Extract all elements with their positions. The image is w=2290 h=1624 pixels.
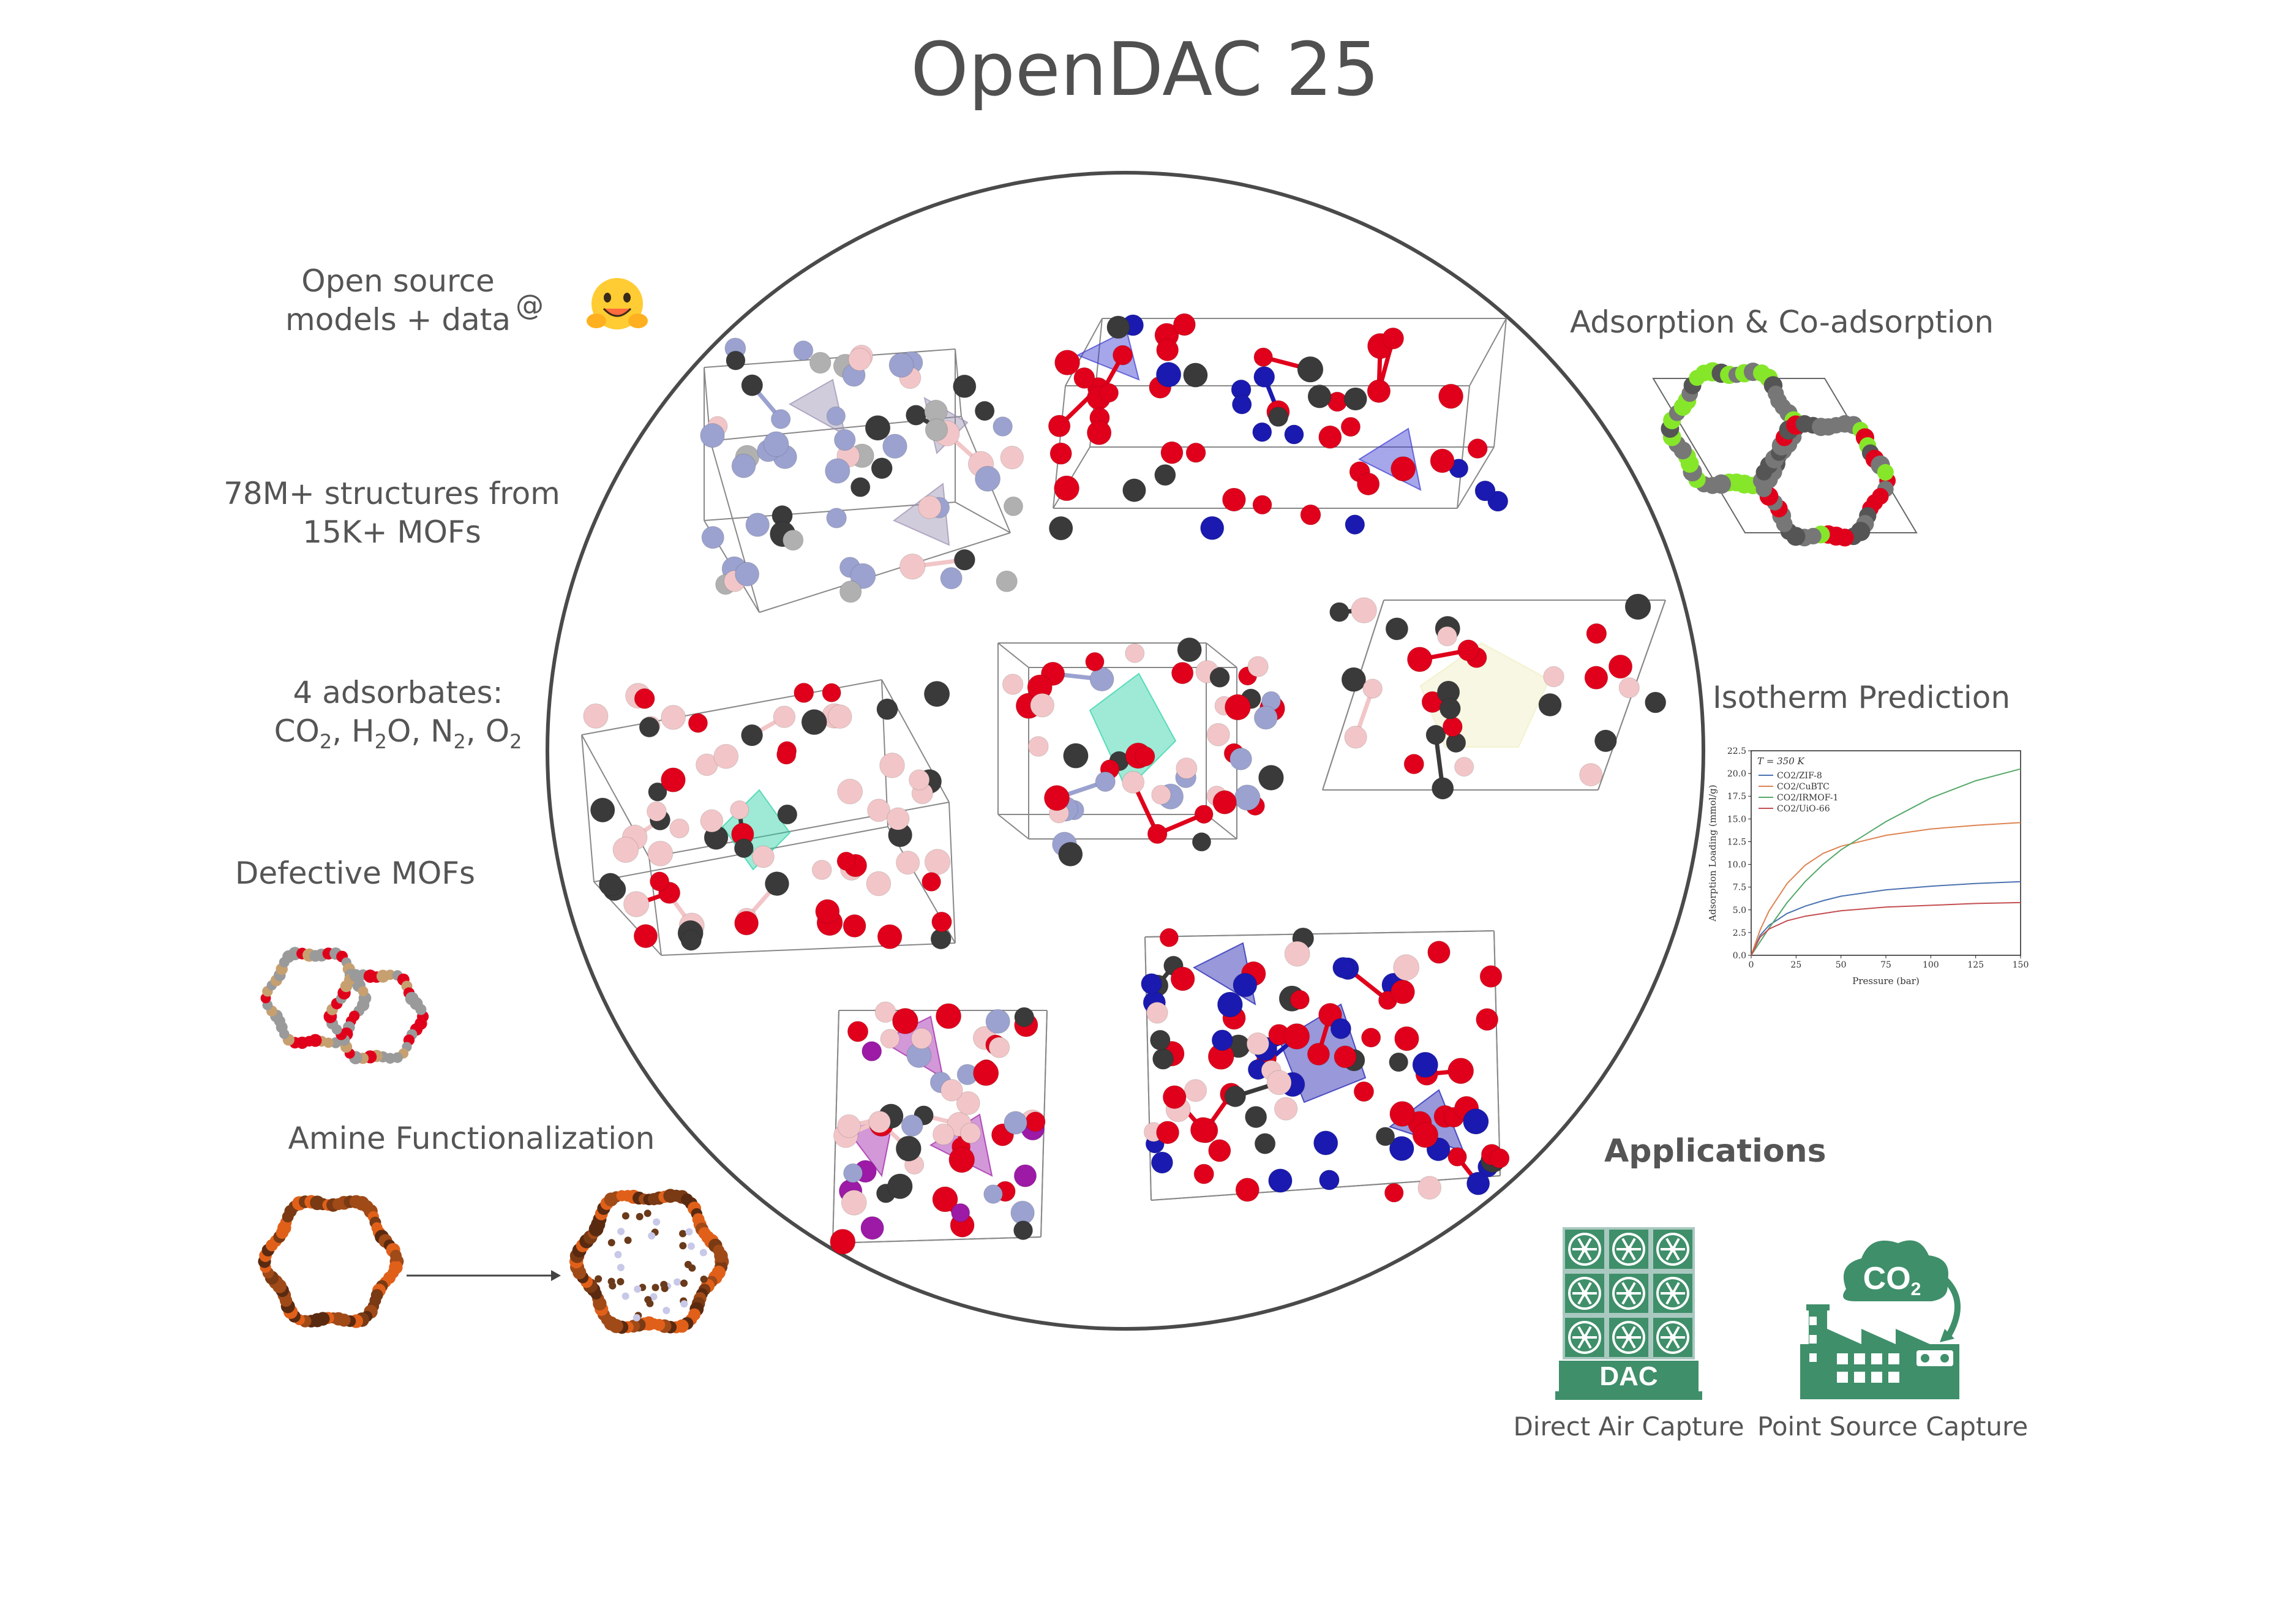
- structures-label: 78M+ structures from 15K+ MOFs: [223, 476, 560, 550]
- dac-badge: DAC: [1599, 1361, 1657, 1391]
- legend-entry-1: CO2/CuBTC: [1777, 782, 1830, 792]
- y-tick-label: 10.0: [1727, 860, 1746, 870]
- adsorbate-1: H2O,: [351, 713, 431, 753]
- y-tick-label: 17.5: [1727, 792, 1746, 802]
- mof-structure-3: [581, 679, 956, 956]
- at-symbol: @: [516, 288, 544, 321]
- isotherm-chart: 0 25 50 75 100 125 150 0.0 2.5 5.0 7.5 10.0 12.5 15.0…: [1707, 746, 2029, 987]
- y-tick-label: 20.0: [1727, 769, 1746, 779]
- adsorbate-0: CO2,: [274, 713, 352, 753]
- legend-entry-0: CO2/ZIF-8: [1777, 771, 1822, 781]
- mof-structure-4: [997, 637, 1285, 867]
- y-tick-label: 5.0: [1733, 906, 1746, 915]
- y-tick-label: 22.5: [1727, 746, 1746, 756]
- x-tick-label: 25: [1790, 960, 1801, 970]
- y-tick-label: 0.0: [1733, 951, 1746, 961]
- legend-entry-3: CO2/UiO-66: [1777, 804, 1830, 814]
- y-tick-label: 7.5: [1733, 883, 1746, 893]
- x-tick-label: 150: [2013, 960, 2029, 970]
- direct-air-capture-icon[interactable]: DAC: [1555, 1225, 1702, 1402]
- adsorbates-label: 4 adsorbates: CO2, H2O, N2, O2: [233, 674, 563, 754]
- y-axis-label: Adsorption Loading (mmol/g): [1707, 784, 1718, 922]
- point-source-capture-icon[interactable]: CO2: [1794, 1231, 1972, 1402]
- adsorbate-3: O2: [485, 713, 522, 753]
- x-tick-label: 100: [1923, 960, 1939, 970]
- series-line-1: [1751, 822, 2021, 956]
- x-tick-label: 75: [1880, 960, 1891, 970]
- hugging-face-icon[interactable]: [583, 273, 651, 337]
- mof-structure-6: [830, 1001, 1048, 1255]
- mof-structure-1: [700, 337, 1024, 613]
- series-line-3: [1751, 901, 2021, 956]
- page-title: OpenDAC 25: [910, 28, 1380, 113]
- defective-mofs-label: Defective MOFs: [235, 855, 476, 891]
- applications-title: Applications: [1604, 1133, 1826, 1170]
- amine-mof-after: [569, 1189, 729, 1334]
- y-tick-label: 15.0: [1727, 814, 1746, 824]
- y-tick-label: 2.5: [1733, 928, 1746, 938]
- y-tick-label: 12.5: [1727, 837, 1746, 847]
- mof-structure-5: [1322, 593, 1667, 800]
- amine-mof-before: [258, 1195, 404, 1328]
- x-tick-label: 50: [1836, 960, 1847, 970]
- mof-structure-7: [1141, 927, 1510, 1203]
- x-tick-label: 125: [1967, 960, 1984, 970]
- legend-entry-2: CO2/IRMOF-1: [1777, 793, 1838, 803]
- arrow-icon: [407, 1270, 561, 1281]
- x-axis-label: Pressure (bar): [1852, 976, 1919, 987]
- adsorbate-list: CO2, H2O, N2, O2: [233, 712, 563, 754]
- mof-structure-2: [1048, 313, 1509, 541]
- defective-mof-image: [260, 947, 429, 1064]
- co-adsorption-image: [1652, 362, 1918, 547]
- x-tick-label: 0: [1749, 960, 1754, 970]
- point-source-capture-label: Point Source Capture: [1757, 1412, 2029, 1442]
- adsorbate-2: N2,: [430, 713, 486, 753]
- co2-cloud-text: CO2: [1863, 1261, 1921, 1299]
- isotherm-label: Isotherm Prediction: [1712, 680, 2011, 715]
- series-line-2: [1751, 768, 2021, 956]
- adsorption-label: Adsorption & Co-adsorption: [1569, 304, 1994, 340]
- open-source-label: Open source models + data: [285, 263, 511, 337]
- amine-functionalization-label: Amine Functionalization: [288, 1121, 655, 1156]
- chart-annotation: T = 350 K: [1757, 756, 1805, 767]
- direct-air-capture-label: Direct Air Capture: [1513, 1412, 1744, 1442]
- series-line-0: [1751, 881, 2021, 956]
